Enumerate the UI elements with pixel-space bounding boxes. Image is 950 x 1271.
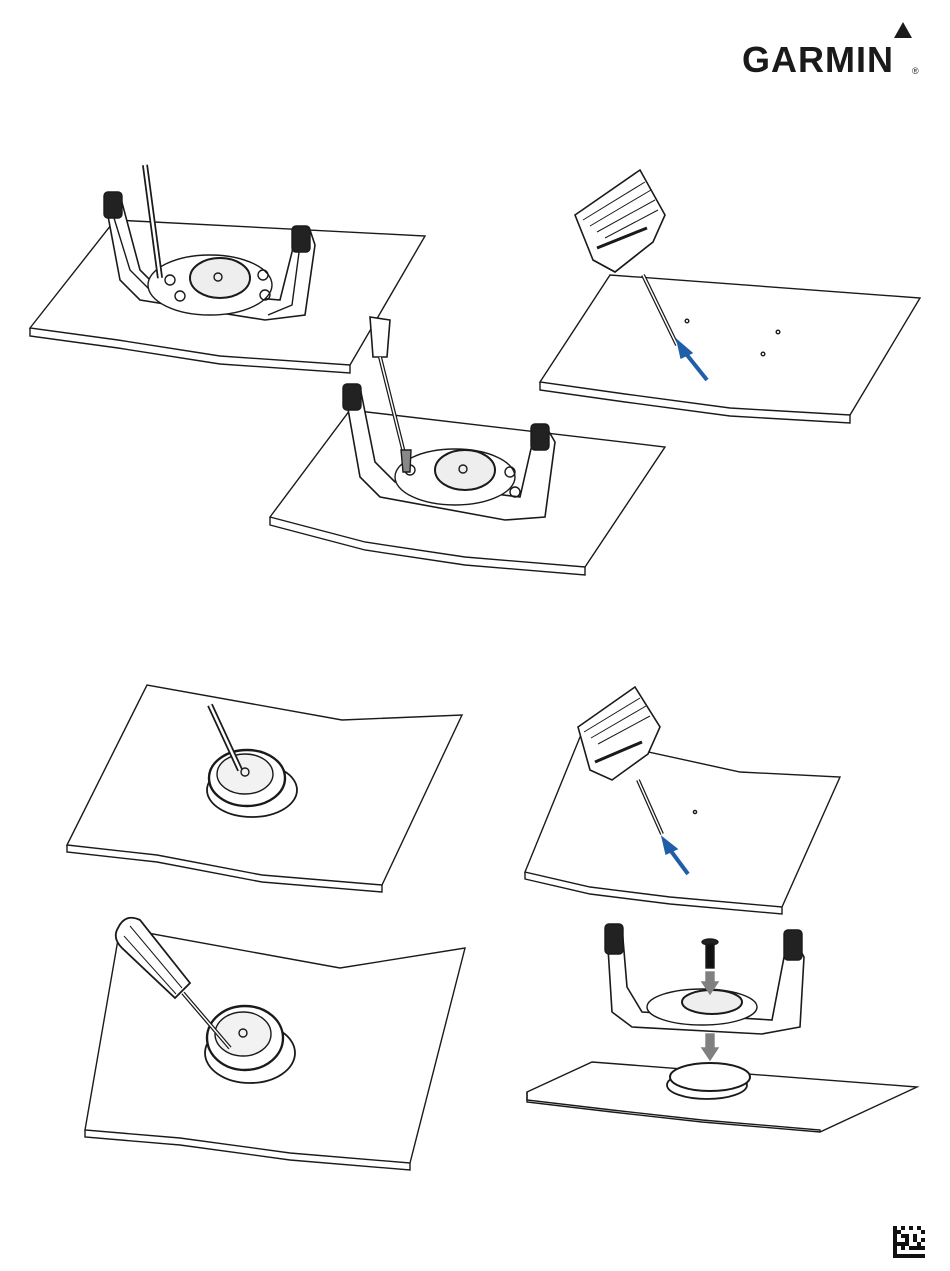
bolt-icon bbox=[702, 939, 718, 968]
data-matrix-code-icon bbox=[893, 1226, 925, 1258]
delta-triangle-icon bbox=[894, 22, 912, 38]
marking-quick-release-mount bbox=[62, 680, 472, 895]
logo-text: GARMIN bbox=[742, 42, 894, 78]
drilling-quick-release-holes bbox=[520, 682, 850, 912]
attaching-bracket-to-mount bbox=[522, 912, 924, 1137]
screwing-quick-release-mount bbox=[80, 908, 470, 1173]
registered-mark: ® bbox=[912, 66, 919, 76]
screwing-bracket-base bbox=[265, 312, 670, 577]
garmin-logo: GARMIN ® bbox=[742, 22, 927, 78]
